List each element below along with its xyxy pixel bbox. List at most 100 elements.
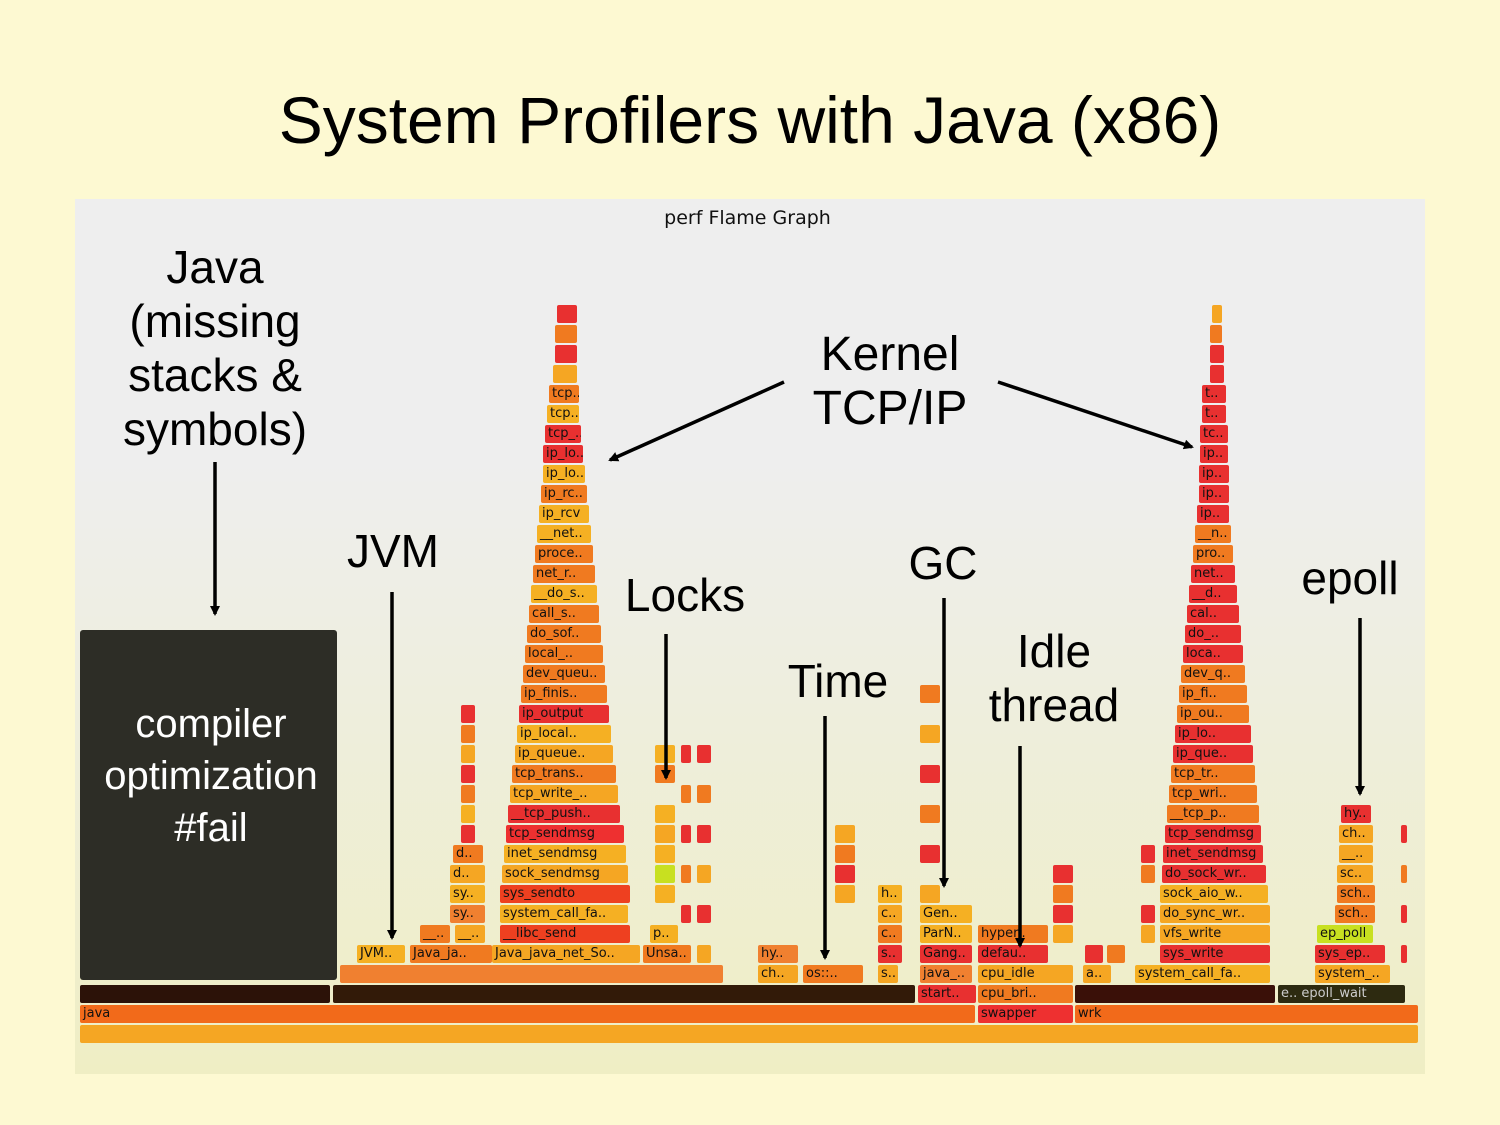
flame-frame[interactable]: sy..: [450, 885, 485, 903]
flame-frame-unlabeled[interactable]: [1075, 985, 1275, 1003]
flame-frame[interactable]: call_s..: [529, 605, 599, 623]
flame-frame[interactable]: os::..: [803, 965, 863, 983]
flame-frame[interactable]: system_..: [1315, 965, 1390, 983]
flame-frame[interactable]: Unsa..: [643, 945, 691, 963]
flame-frame-unlabeled[interactable]: [655, 805, 675, 823]
flame-frame[interactable]: c..: [878, 925, 902, 943]
flame-frame[interactable]: h..: [878, 885, 902, 903]
flame-frame[interactable]: dev_queu..: [523, 665, 605, 683]
flame-frame[interactable]: ip_rcv: [539, 505, 589, 523]
flame-frame[interactable]: wrk: [1075, 1005, 1418, 1023]
flame-frame[interactable]: do_sock_wr..: [1162, 865, 1266, 883]
flame-frame-unlabeled[interactable]: [1053, 865, 1073, 883]
flame-frame[interactable]: t..: [1202, 405, 1226, 423]
flame-frame[interactable]: e.. epoll_wait: [1278, 985, 1405, 1003]
flame-frame-unlabeled[interactable]: [920, 725, 940, 743]
flame-frame-unlabeled[interactable]: [461, 705, 475, 723]
flame-frame[interactable]: tcp_sendmsg: [506, 825, 624, 843]
flame-frame[interactable]: inet_sendmsg: [1163, 845, 1263, 863]
flame-frame-unlabeled[interactable]: [920, 845, 940, 863]
flame-frame-unlabeled[interactable]: [80, 985, 330, 1003]
flame-frame[interactable]: sch..: [1337, 885, 1375, 903]
flame-frame-unlabeled[interactable]: [655, 885, 675, 903]
flame-frame-unlabeled[interactable]: [655, 865, 675, 883]
flame-frame[interactable]: s..: [878, 965, 898, 983]
flame-frame[interactable]: inet_sendmsg: [504, 845, 626, 863]
flame-frame[interactable]: __d..: [1189, 585, 1237, 603]
flame-frame[interactable]: net..: [1191, 565, 1235, 583]
flame-frame[interactable]: sock_sendmsg: [502, 865, 628, 883]
flame-frame-unlabeled[interactable]: [655, 765, 675, 783]
flame-frame[interactable]: ip_fi..: [1179, 685, 1247, 703]
flame-frame[interactable]: Java_java_net_So..: [492, 945, 640, 963]
flame-frame[interactable]: sock_aio_w..: [1160, 885, 1268, 903]
flame-frame[interactable]: defau..: [978, 945, 1048, 963]
flame-frame-unlabeled[interactable]: [333, 985, 915, 1003]
flame-frame[interactable]: do_sync_wr..: [1160, 905, 1270, 923]
flame-frame-unlabeled[interactable]: [835, 885, 855, 903]
flame-frame[interactable]: __..: [1339, 845, 1373, 863]
flame-frame[interactable]: Java_ja..: [410, 945, 492, 963]
flame-frame[interactable]: ip_ou..: [1177, 705, 1249, 723]
flame-frame[interactable]: ip..: [1200, 445, 1228, 463]
flame-frame[interactable]: ip_local..: [517, 725, 611, 743]
flame-frame[interactable]: vfs_write: [1160, 925, 1270, 943]
flame-frame[interactable]: ip_finis..: [521, 685, 607, 703]
flame-frame[interactable]: local_..: [525, 645, 603, 663]
flame-frame[interactable]: start..: [918, 985, 976, 1003]
flame-frame-unlabeled[interactable]: [920, 685, 940, 703]
flame-frame-unlabeled[interactable]: [1141, 925, 1155, 943]
flame-frame[interactable]: java_..: [920, 965, 972, 983]
flame-frame[interactable]: JVM..: [357, 945, 405, 963]
flame-frame-unlabeled[interactable]: [655, 825, 675, 843]
flame-frame-unlabeled[interactable]: [697, 865, 711, 883]
flame-frame[interactable]: tcp_wri..: [1169, 785, 1257, 803]
flame-frame-unlabeled[interactable]: [1210, 345, 1224, 363]
flame-frame-unlabeled[interactable]: [461, 825, 475, 843]
flame-frame[interactable]: __net..: [537, 525, 591, 543]
flame-frame-unlabeled[interactable]: [1210, 325, 1222, 343]
flame-frame[interactable]: ip_output: [519, 705, 609, 723]
flame-frame[interactable]: hy..: [758, 945, 798, 963]
flame-frame-unlabeled[interactable]: [1401, 865, 1407, 883]
flame-frame[interactable]: __tcp_push..: [508, 805, 620, 823]
flame-frame[interactable]: __..: [420, 925, 450, 943]
flame-frame[interactable]: net_r..: [533, 565, 595, 583]
flame-frame[interactable]: ip..: [1199, 465, 1229, 483]
flame-frame[interactable]: tcp_tr..: [1171, 765, 1255, 783]
flame-frame-unlabeled[interactable]: [1401, 825, 1407, 843]
flame-frame[interactable]: __libc_send: [500, 925, 630, 943]
flame-frame-unlabeled[interactable]: [555, 345, 577, 363]
flame-frame[interactable]: Gang..: [920, 945, 972, 963]
flame-frame[interactable]: ip_lo..: [543, 465, 585, 483]
flame-frame-unlabeled[interactable]: [557, 305, 577, 323]
flame-frame[interactable]: d..: [453, 845, 483, 863]
flame-frame-unlabeled[interactable]: [655, 845, 675, 863]
flame-frame[interactable]: a..: [1083, 965, 1111, 983]
flame-frame-unlabeled[interactable]: [681, 825, 691, 843]
flame-frame-unlabeled[interactable]: [1401, 905, 1407, 923]
flame-frame[interactable]: ParN..: [920, 925, 972, 943]
flame-frame-unlabeled[interactable]: [697, 785, 711, 803]
flame-frame-unlabeled[interactable]: [681, 745, 691, 763]
flame-frame[interactable]: __tcp_p..: [1167, 805, 1259, 823]
flame-frame-unlabeled[interactable]: [681, 905, 691, 923]
flame-frame[interactable]: sch..: [1335, 905, 1375, 923]
flame-frame[interactable]: ep_poll: [1317, 925, 1373, 943]
flame-frame[interactable]: t..: [1202, 385, 1226, 403]
flame-frame[interactable]: __do_s..: [531, 585, 597, 603]
flame-frame[interactable]: proce..: [535, 545, 593, 563]
flame-frame-unlabeled[interactable]: [461, 725, 475, 743]
flame-frame-unlabeled[interactable]: [340, 965, 723, 983]
flame-frame-unlabeled[interactable]: [697, 745, 711, 763]
flame-frame[interactable]: do_sof..: [527, 625, 601, 643]
flame-frame[interactable]: ip..: [1199, 485, 1229, 503]
flame-frame-unlabeled[interactable]: [555, 325, 577, 343]
flame-frame-unlabeled[interactable]: [697, 905, 711, 923]
flame-frame-unlabeled[interactable]: [1141, 905, 1155, 923]
flame-frame[interactable]: do_..: [1185, 625, 1241, 643]
flame-frame[interactable]: system_call_fa..: [1135, 965, 1270, 983]
flame-frame-unlabeled[interactable]: [1107, 945, 1125, 963]
flame-frame-unlabeled[interactable]: [553, 365, 577, 383]
flame-frame-unlabeled[interactable]: [461, 745, 475, 763]
